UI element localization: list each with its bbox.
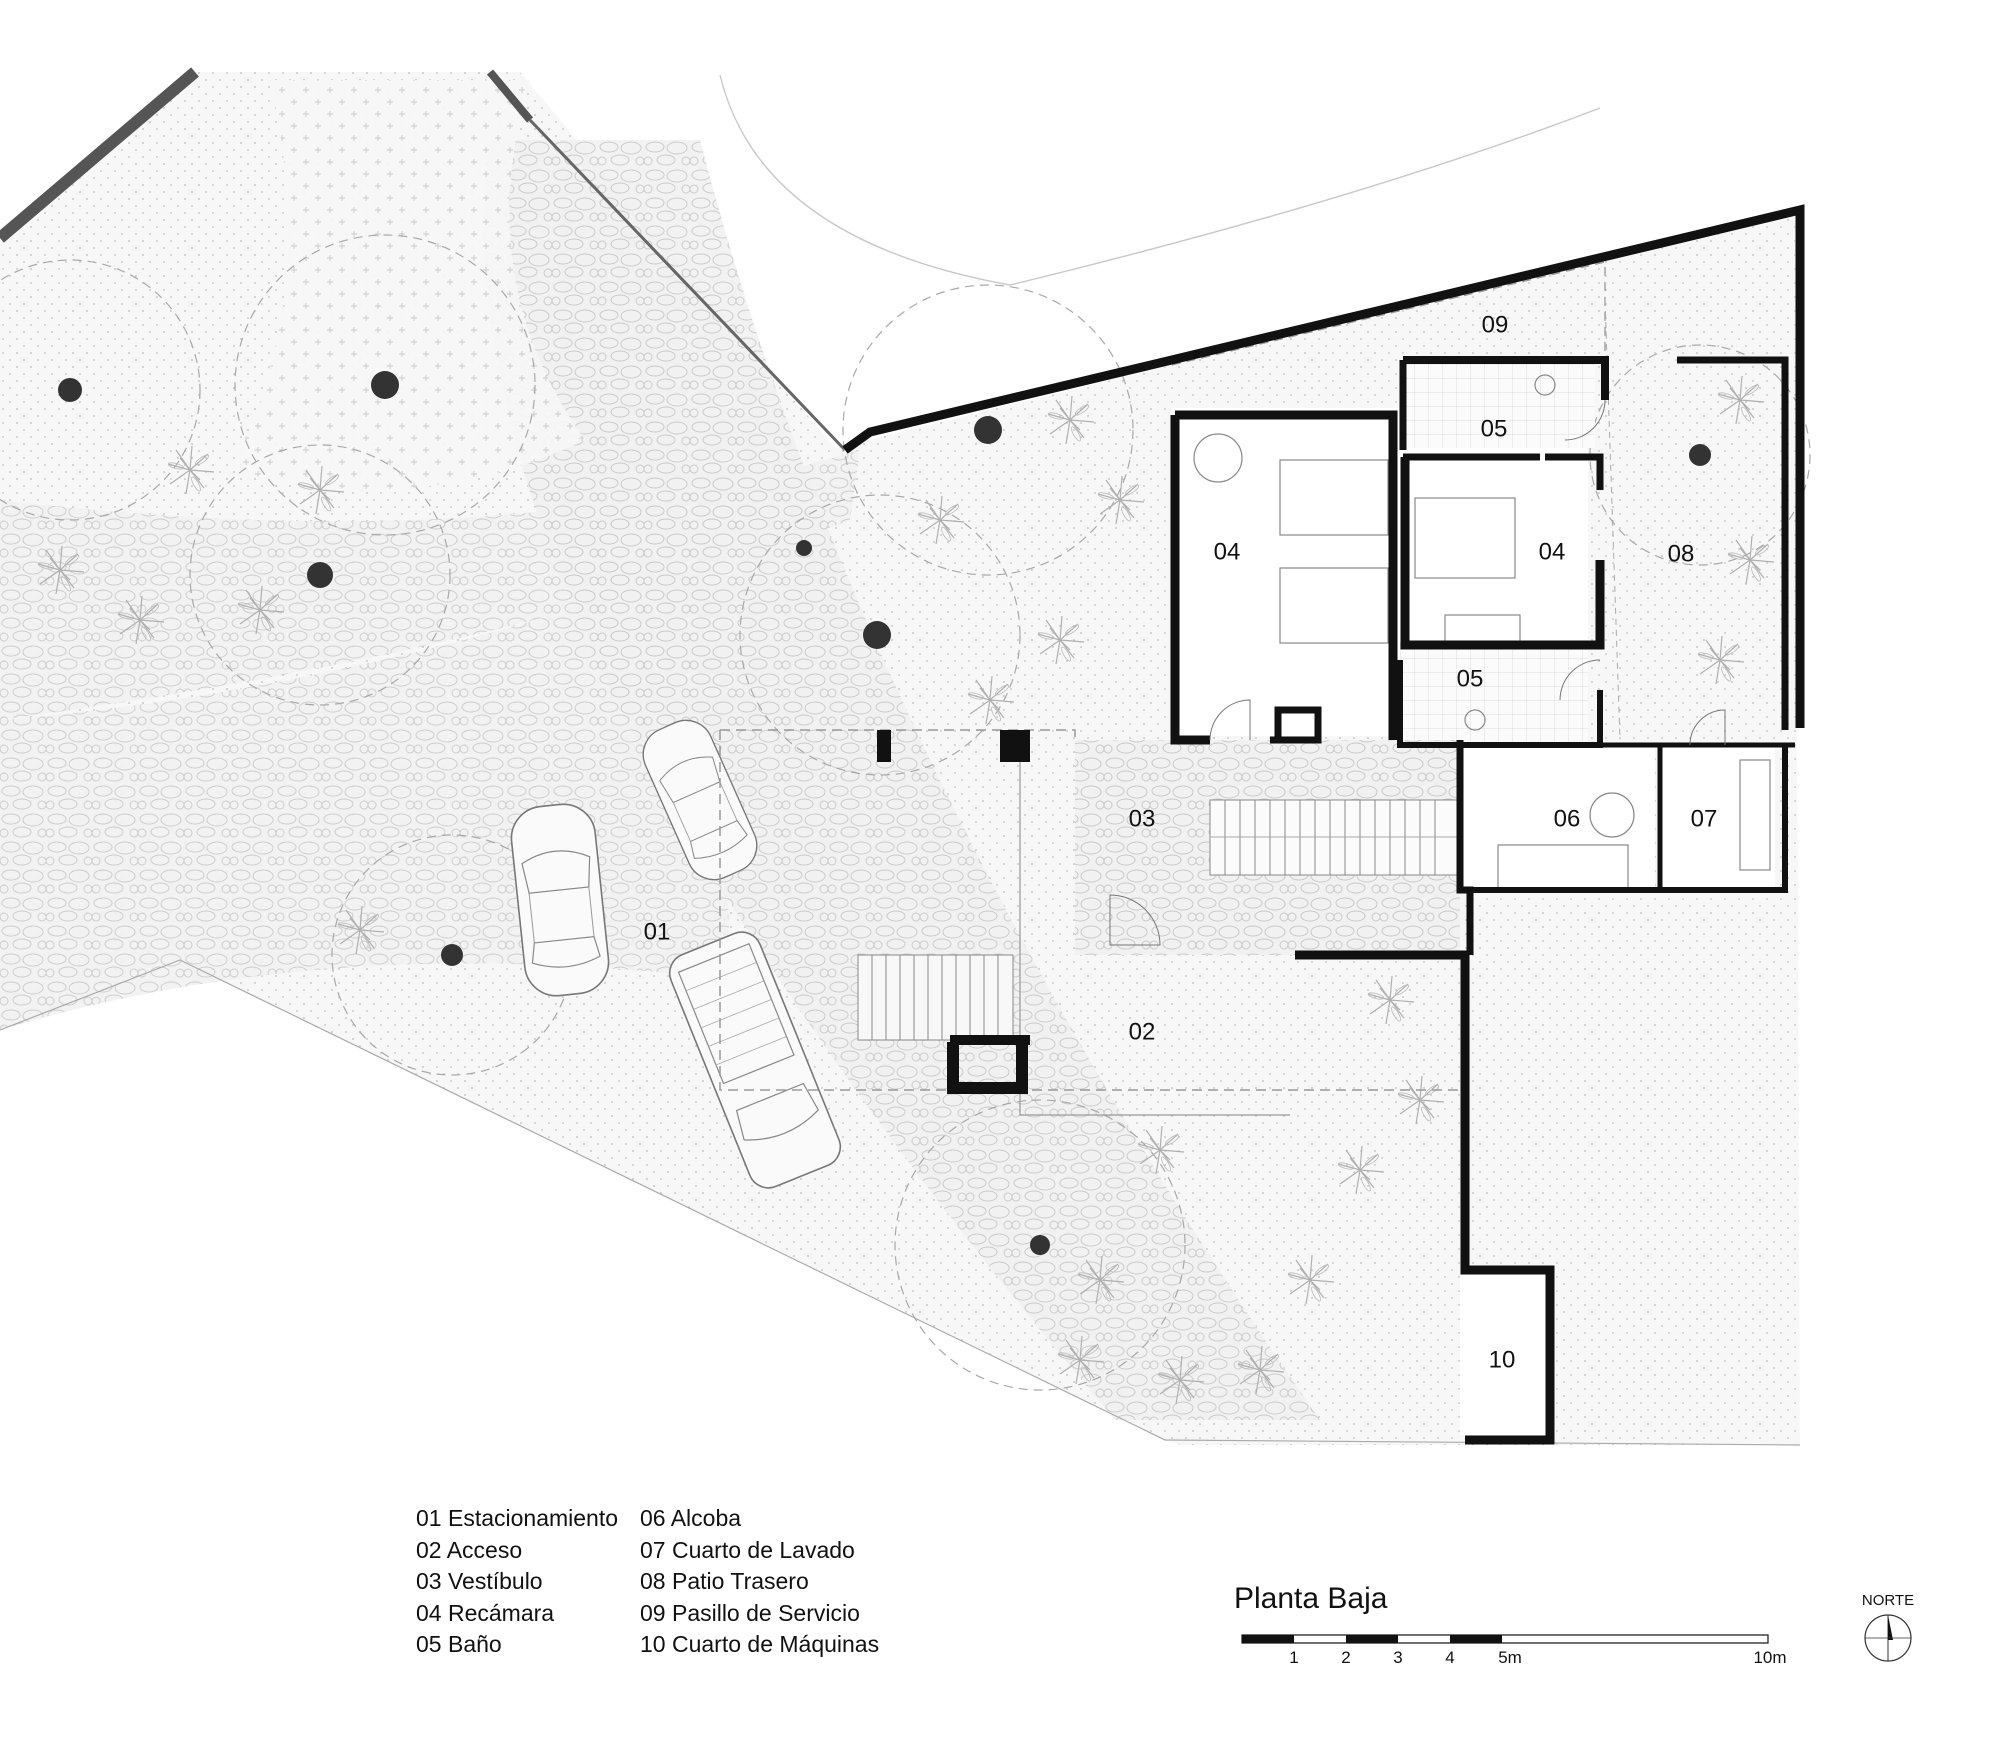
room-label-04-right: 04 bbox=[1539, 538, 1566, 565]
house bbox=[719, 204, 1805, 1445]
north-arrow-icon: NORTE bbox=[1862, 1592, 1914, 1662]
legend-column-2: 06 Alcoba 07 Cuarto de Lavado 08 Patio T… bbox=[640, 1503, 879, 1661]
scale-tick-2: 2 bbox=[1341, 1648, 1350, 1667]
room-label-01: 01 bbox=[644, 918, 671, 945]
legend-item: 07 Cuarto de Lavado bbox=[640, 1536, 855, 1563]
legend-item: 02 Acceso bbox=[416, 1536, 523, 1563]
room-label-08: 08 bbox=[1668, 540, 1695, 567]
legend-item: 01 Estacionamiento bbox=[416, 1505, 619, 1531]
legend-item: 04 Recámara bbox=[416, 1599, 555, 1626]
legend-item: 09 Pasillo de Servicio bbox=[640, 1599, 860, 1626]
scale-tick-1: 1 bbox=[1289, 1648, 1298, 1667]
room-label-04-left: 04 bbox=[1214, 538, 1241, 565]
room-label-10: 10 bbox=[1489, 1346, 1516, 1373]
legend-item: 08 Patio Trasero bbox=[640, 1568, 809, 1594]
legend-item: 05 Baño bbox=[416, 1631, 502, 1657]
graphic-scale: 1 2 3 4 5m 10m bbox=[1241, 1634, 1787, 1667]
legend-column-1: 01 Estacionamiento 02 Acceso 03 Vestíbul… bbox=[416, 1503, 618, 1661]
legend-item: 06 Alcoba bbox=[640, 1505, 742, 1531]
room-label-03: 03 bbox=[1129, 805, 1156, 832]
room-label-05-bottom: 05 bbox=[1457, 665, 1484, 692]
legend-item: 10 Cuarto de Máquinas bbox=[640, 1631, 880, 1657]
room-label-06: 06 bbox=[1554, 805, 1581, 832]
room-label-05-top: 05 bbox=[1481, 415, 1508, 442]
north-label: NORTE bbox=[1862, 1592, 1914, 1609]
room-label-02: 02 bbox=[1129, 1018, 1156, 1045]
room-label-09: 09 bbox=[1482, 311, 1509, 338]
legend-item: 03 Vestíbulo bbox=[416, 1568, 543, 1594]
scale-tick-3: 3 bbox=[1393, 1648, 1402, 1667]
scale-tick-5m: 5m bbox=[1498, 1648, 1522, 1667]
room-label-07: 07 bbox=[1691, 805, 1718, 832]
plan-title: Planta Baja bbox=[1234, 1582, 1388, 1615]
scale-tick-10m: 10m bbox=[1753, 1648, 1786, 1667]
room-labels: 01 02 03 04 04 05 05 06 07 08 09 10 bbox=[644, 311, 1718, 1373]
scale-tick-4: 4 bbox=[1445, 1648, 1454, 1667]
